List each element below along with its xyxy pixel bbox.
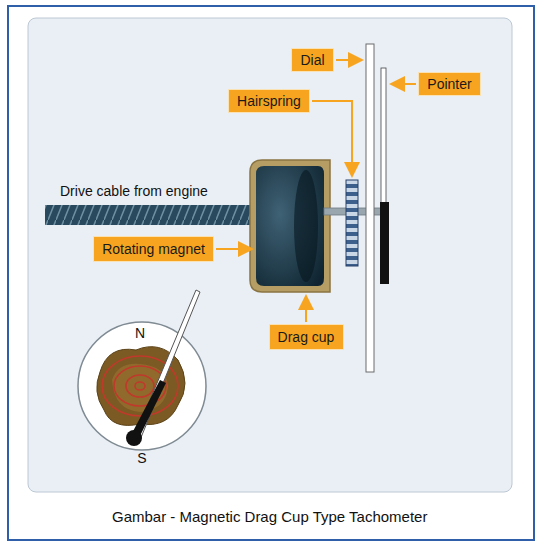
leader-line	[312, 101, 352, 176]
label-box: Dial	[291, 48, 334, 72]
pointer-counterweight	[380, 202, 389, 284]
drag-cup	[250, 160, 330, 292]
leader-line	[336, 59, 362, 61]
inset-dial	[78, 322, 206, 450]
outer-frame	[8, 6, 534, 540]
leader-line	[216, 248, 252, 250]
leader-line	[391, 83, 416, 85]
figure-caption: Gambar - Magnetic Drag Cup Type Tachomet…	[112, 508, 427, 525]
label-box: Rotating magnet	[93, 236, 214, 262]
hairspring-coil	[346, 180, 358, 266]
pointer-needle	[381, 68, 386, 208]
part-label: Drive cable from engine	[60, 183, 208, 199]
leader-line	[305, 296, 307, 322]
part-name: Rotating magnet	[102, 241, 205, 257]
part-name: Hairspring	[237, 93, 301, 109]
part-name: Pointer	[427, 76, 471, 92]
rotating-magnet	[256, 166, 324, 286]
drive-cable	[45, 205, 255, 225]
label-box: Pointer	[418, 72, 481, 96]
label-box: Drag cup	[269, 324, 344, 350]
part-name: Drag cup	[278, 329, 335, 345]
label-box: Hairspring	[228, 89, 310, 113]
dial-plate	[366, 44, 374, 372]
pole-label: N	[135, 325, 145, 341]
pole-label: S	[137, 450, 146, 466]
part-name: Dial	[300, 52, 324, 68]
panel	[28, 18, 512, 492]
